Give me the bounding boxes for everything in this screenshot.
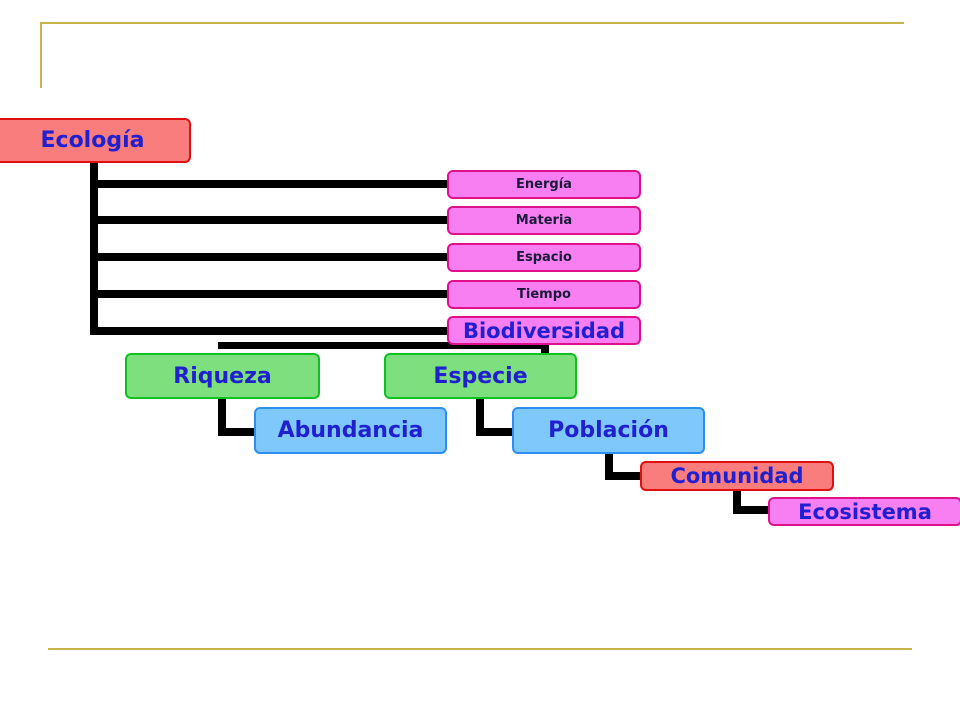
connector-tiempo (90, 290, 450, 298)
node-poblacion: Población (512, 407, 705, 454)
connector-materia (90, 216, 450, 224)
node-abundancia: Abundancia (254, 407, 447, 454)
node-energia: Energía (447, 170, 641, 199)
node-especie: Especie (384, 353, 577, 399)
connector-biodiversidad (90, 327, 450, 335)
comunidad-vertical-connector (733, 490, 741, 514)
comunidad-horizontal-connector (733, 506, 771, 514)
node-comunidad: Comunidad (640, 461, 834, 491)
riqueza-horizontal-connector (218, 428, 258, 436)
node-tiempo: Tiempo (447, 280, 641, 309)
poblacion-horizontal-connector (605, 472, 643, 480)
especie-horizontal-connector (476, 428, 516, 436)
node-ecosistema: Ecosistema (768, 497, 960, 526)
especie-vertical-connector (476, 398, 484, 436)
biodiversidad-children-bar (218, 342, 549, 349)
node-biodiversidad: Biodiversidad (447, 316, 641, 345)
riqueza-vertical-connector (218, 398, 226, 436)
node-materia: Materia (447, 206, 641, 235)
top-decor-line (40, 22, 904, 24)
poblacion-vertical-connector (605, 452, 613, 480)
left-decor-line (40, 22, 42, 88)
node-espacio: Espacio (447, 243, 641, 272)
node-ecologia: Ecología (0, 118, 191, 163)
root-vertical-connector (90, 160, 98, 334)
bottom-decor-line (48, 648, 912, 650)
connector-energia (90, 180, 450, 188)
connector-espacio (90, 253, 450, 261)
node-riqueza: Riqueza (125, 353, 320, 399)
